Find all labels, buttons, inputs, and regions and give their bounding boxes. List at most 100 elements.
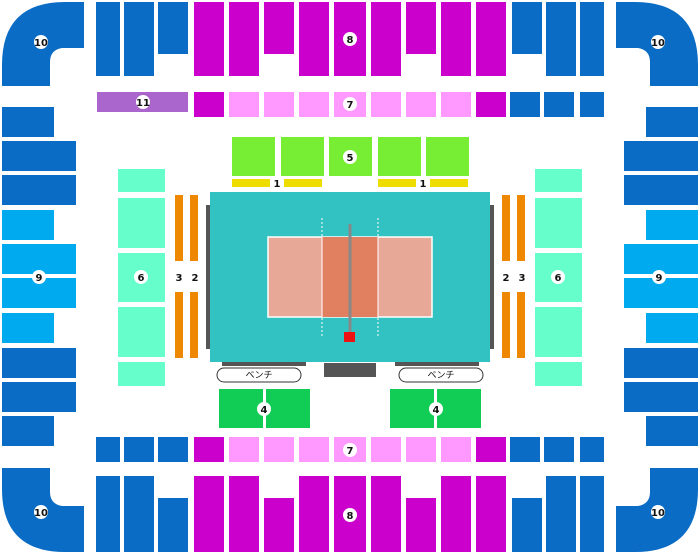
section-bottom-row-blue-4[interactable] (510, 437, 540, 462)
section-9-right-4[interactable] (646, 313, 698, 343)
section-7-bottom-1[interactable] (229, 437, 259, 462)
section-3-right-bottom[interactable] (517, 292, 525, 358)
section-bottom-blue-2[interactable] (124, 476, 154, 552)
section-1-right-b[interactable] (430, 179, 468, 187)
section-8-bottom-block-8[interactable] (441, 476, 471, 552)
section-4-left-b[interactable] (266, 389, 310, 428)
section-3-left-bottom[interactable] (175, 292, 183, 358)
section-7-bottom-7[interactable] (441, 437, 471, 462)
section-bottom-row-blue-6[interactable] (580, 437, 604, 462)
section-7-bottom-5[interactable] (371, 437, 401, 462)
section-7-top-2[interactable] (264, 92, 294, 117)
section-8-top-block-4[interactable] (299, 2, 329, 76)
section-8-top-block-1[interactable] (194, 2, 224, 76)
section-9-left-1[interactable] (2, 210, 54, 240)
section-7-top-5[interactable] (371, 92, 401, 117)
section-7-top-3[interactable] (299, 92, 329, 117)
section-1-left-a[interactable] (232, 179, 270, 187)
section-6-left-5[interactable] (118, 362, 165, 386)
section-top-blue-2[interactable] (124, 2, 154, 76)
section-top-blue-6[interactable] (580, 2, 604, 76)
section-7-top-6[interactable] (406, 92, 436, 117)
section-8-bottom-block-7[interactable] (406, 498, 436, 552)
section-left-blue-1[interactable] (2, 107, 54, 137)
section-8-top-block-9[interactable] (476, 2, 506, 76)
section-1-left-b[interactable] (284, 179, 322, 187)
section-bottom-blue-1[interactable] (96, 476, 120, 552)
section-8-top-block-3[interactable] (264, 2, 294, 54)
section-7-top-dark-left[interactable] (194, 92, 224, 117)
section-7-bottom-2[interactable] (264, 437, 294, 462)
section-8-top-block-2[interactable] (229, 2, 259, 76)
section-4-left-a[interactable] (219, 389, 263, 428)
section-8-bottom-block-6[interactable] (371, 476, 401, 552)
section-6-right-2[interactable] (535, 198, 582, 248)
section-8-top-block-6[interactable] (371, 2, 401, 76)
section-5-block-1[interactable] (232, 137, 275, 176)
section-right-blue-4[interactable] (624, 348, 698, 378)
section-left-blue-2[interactable] (2, 141, 76, 171)
section-bottom-row-blue-3[interactable] (158, 437, 188, 462)
section-8-top-block-7[interactable] (406, 2, 436, 54)
section-2-left-top[interactable] (190, 195, 198, 261)
section-9-left-4[interactable] (2, 313, 54, 343)
section-4-right-a[interactable] (390, 389, 434, 428)
section-6-right-1[interactable] (535, 169, 582, 192)
section-left-blue-4[interactable] (2, 348, 76, 378)
section-6-right-5[interactable] (535, 362, 582, 386)
section-left-blue-6[interactable] (2, 416, 54, 446)
section-3-right-top[interactable] (517, 195, 525, 261)
section-5-block-2[interactable] (281, 137, 324, 176)
section-7-bottom-3[interactable] (299, 437, 329, 462)
section-3-left-top[interactable] (175, 195, 183, 261)
section-right-blue-5[interactable] (624, 382, 698, 412)
section-2-right-bottom[interactable] (502, 292, 510, 358)
section-bottom-row-blue-2[interactable] (124, 437, 154, 462)
section-bottom-blue-5[interactable] (546, 476, 576, 552)
section-2-right-top[interactable] (502, 195, 510, 261)
section-5-block-4[interactable] (378, 137, 421, 176)
section-8-top-block-8[interactable] (441, 2, 471, 76)
section-left-blue-5[interactable] (2, 382, 76, 412)
section-top-blue-1[interactable] (96, 2, 120, 76)
section-7-bottom-dark-right[interactable] (476, 437, 506, 462)
section-top-blue-3[interactable] (158, 2, 188, 54)
section-7-top-1[interactable] (229, 92, 259, 117)
section-6-right-4[interactable] (535, 307, 582, 357)
section-5-block-5[interactable] (426, 137, 469, 176)
section-top-row-blue-2[interactable] (544, 92, 574, 117)
section-6-left-2[interactable] (118, 198, 165, 248)
section-4-right-b[interactable] (437, 389, 481, 428)
section-9-right-2[interactable] (624, 244, 698, 274)
section-8-bottom-block-4[interactable] (299, 476, 329, 552)
section-2-left-bottom[interactable] (190, 292, 198, 358)
section-top-blue-4[interactable] (512, 2, 542, 54)
badge-5: 5 (343, 150, 357, 164)
section-8-bottom-block-1[interactable] (194, 476, 224, 552)
section-6-left-4[interactable] (118, 307, 165, 357)
section-9-right-1[interactable] (646, 210, 698, 240)
section-7-bottom-6[interactable] (406, 437, 436, 462)
section-left-blue-3[interactable] (2, 175, 76, 205)
section-right-blue-1[interactable] (646, 107, 698, 137)
section-bottom-row-blue-1[interactable] (96, 437, 120, 462)
section-7-bottom-dark-left[interactable] (194, 437, 224, 462)
section-8-bottom-block-3[interactable] (264, 498, 294, 552)
section-right-blue-3[interactable] (624, 175, 698, 205)
section-1-right-a[interactable] (378, 179, 416, 187)
section-bottom-blue-4[interactable] (512, 498, 542, 552)
section-6-left-1[interactable] (118, 169, 165, 192)
section-8-bottom-block-9[interactable] (476, 476, 506, 552)
section-8-bottom-block-2[interactable] (229, 476, 259, 552)
section-bottom-blue-6[interactable] (580, 476, 604, 552)
section-7-top-7[interactable] (441, 92, 471, 117)
section-top-row-blue-3[interactable] (580, 92, 604, 117)
section-right-blue-2[interactable] (624, 141, 698, 171)
section-7-top-dark-right[interactable] (476, 92, 506, 117)
section-bottom-blue-3[interactable] (158, 498, 188, 552)
section-top-blue-5[interactable] (546, 2, 576, 76)
section-right-blue-6[interactable] (646, 416, 698, 446)
section-top-row-blue-1[interactable] (510, 92, 540, 117)
section-9-left-2[interactable] (2, 244, 76, 274)
section-bottom-row-blue-5[interactable] (544, 437, 574, 462)
